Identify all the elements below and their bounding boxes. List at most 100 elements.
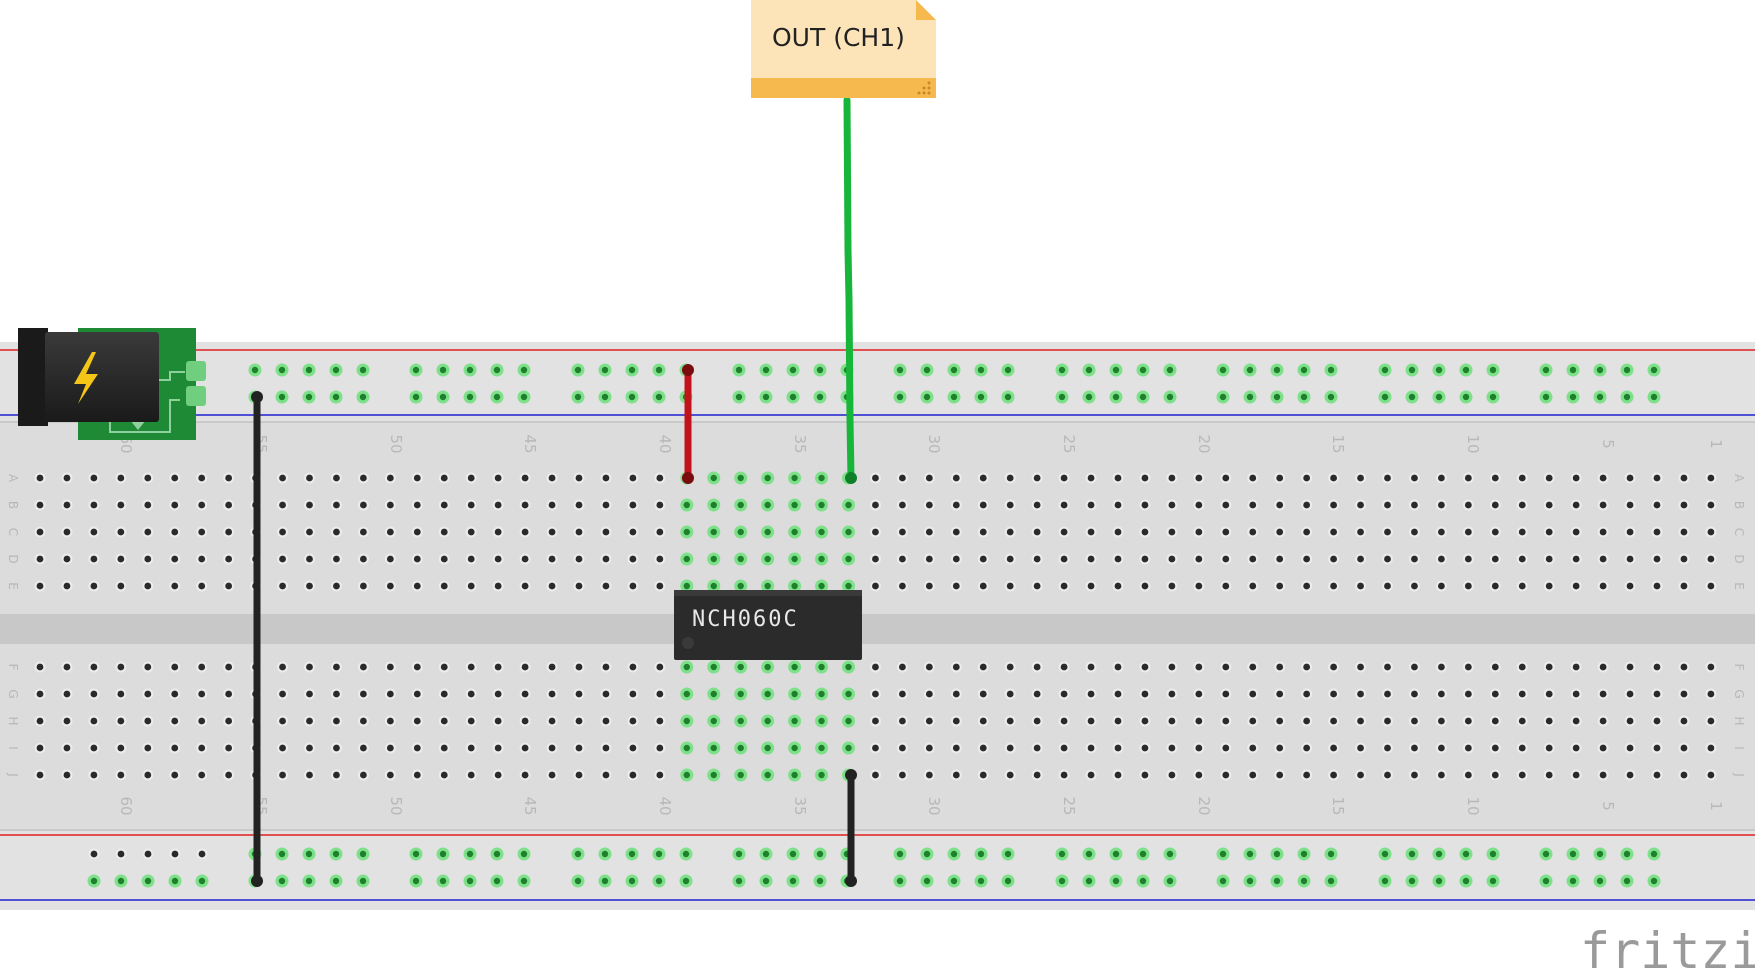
hole-center <box>896 393 904 401</box>
hole-center <box>791 582 798 590</box>
hole-center <box>1249 690 1257 698</box>
hole-center <box>762 877 770 885</box>
hole-center <box>1114 528 1122 536</box>
hole-center <box>1004 366 1012 374</box>
hole-center <box>601 877 609 885</box>
ic-chip[interactable]: NCH060C <box>674 590 862 660</box>
hole-center <box>1680 555 1688 563</box>
hole-center <box>1464 528 1472 536</box>
hole-center <box>493 366 501 374</box>
hole-center <box>791 474 798 482</box>
column-number: 45 <box>521 796 539 815</box>
hole-center <box>1569 850 1577 858</box>
hole-center <box>144 877 152 885</box>
hole-center <box>306 582 313 590</box>
hole-center <box>629 555 637 563</box>
hole-center <box>575 528 583 536</box>
hole-center <box>1195 663 1203 671</box>
hole-center <box>818 555 825 563</box>
hole-center <box>1330 582 1337 590</box>
hole-center <box>656 474 664 482</box>
hole-center <box>1680 663 1688 671</box>
hole-center <box>601 366 609 374</box>
column-number: 60 <box>117 796 135 815</box>
hole-center <box>1168 582 1176 590</box>
hole-center <box>1195 690 1203 698</box>
hole-center <box>1572 528 1580 536</box>
hole-center <box>1006 717 1014 725</box>
hole-center <box>1246 850 1254 858</box>
hole-center <box>494 555 502 563</box>
hole-center <box>710 717 717 725</box>
hole-center <box>575 744 583 752</box>
hole-center <box>1384 474 1391 482</box>
hole-center <box>225 690 233 698</box>
row-letter: B <box>6 501 20 509</box>
hole-center <box>1518 690 1526 698</box>
hole-center <box>279 528 286 536</box>
hole-center <box>1542 850 1550 858</box>
hole-center <box>1464 501 1472 509</box>
hole-center <box>1087 744 1095 752</box>
hole-center <box>1195 501 1203 509</box>
hole-center <box>1006 501 1014 509</box>
row-letter: D <box>6 554 20 563</box>
hole-center <box>1569 393 1577 401</box>
hole-center <box>144 501 152 509</box>
net-label-out-ch1[interactable]: OUT (CH1) <box>751 0 936 98</box>
hole-center <box>467 744 475 752</box>
hole-center <box>1085 850 1093 858</box>
hole-center <box>1273 850 1281 858</box>
hole-center <box>225 501 233 509</box>
hole-center <box>1276 663 1284 671</box>
hole-center <box>1462 366 1470 374</box>
hole-center <box>575 582 583 590</box>
hole-center <box>737 528 744 536</box>
hole-center <box>1545 474 1553 482</box>
column-number: 25 <box>1060 796 1078 815</box>
column-number: 50 <box>387 434 405 453</box>
hole-center <box>925 501 933 509</box>
hole-center <box>1222 528 1230 536</box>
hole-center <box>710 501 717 509</box>
hole-center <box>899 717 906 725</box>
hole-center <box>279 690 286 698</box>
hole-center <box>655 877 663 885</box>
hole-center <box>818 690 825 698</box>
hole-center <box>1438 744 1445 752</box>
hole-center <box>1222 717 1230 725</box>
hole-center <box>979 771 987 779</box>
hole-center <box>1139 366 1147 374</box>
hole-center <box>467 690 475 698</box>
hole-center <box>440 717 448 725</box>
hole-center <box>1195 717 1203 725</box>
hole-center <box>845 717 852 725</box>
hole-center <box>1462 393 1470 401</box>
hole-center <box>1518 501 1526 509</box>
hole-center <box>1222 690 1230 698</box>
hole-center <box>36 663 44 671</box>
hole-center <box>683 528 690 536</box>
hole-center <box>198 717 206 725</box>
hole-center <box>710 663 717 671</box>
hole-center <box>278 393 286 401</box>
hole-center <box>1626 582 1634 590</box>
hole-center <box>279 555 286 563</box>
hole-center <box>1219 877 1227 885</box>
hole-center <box>574 366 582 374</box>
wire-output-green[interactable] <box>843 96 855 482</box>
row-letter: G <box>6 689 20 698</box>
hole-center <box>1006 690 1014 698</box>
hole-center <box>1626 744 1634 752</box>
power-jack[interactable] <box>18 328 206 440</box>
hole-center <box>386 501 394 509</box>
hole-center <box>305 850 313 858</box>
hole-center <box>225 474 233 482</box>
hole-center <box>1114 501 1122 509</box>
hole-center <box>1246 366 1254 374</box>
hole-center <box>279 717 286 725</box>
hole-center <box>1327 366 1335 374</box>
hole-center <box>466 850 474 858</box>
wires <box>251 96 857 887</box>
hole-center <box>899 771 906 779</box>
